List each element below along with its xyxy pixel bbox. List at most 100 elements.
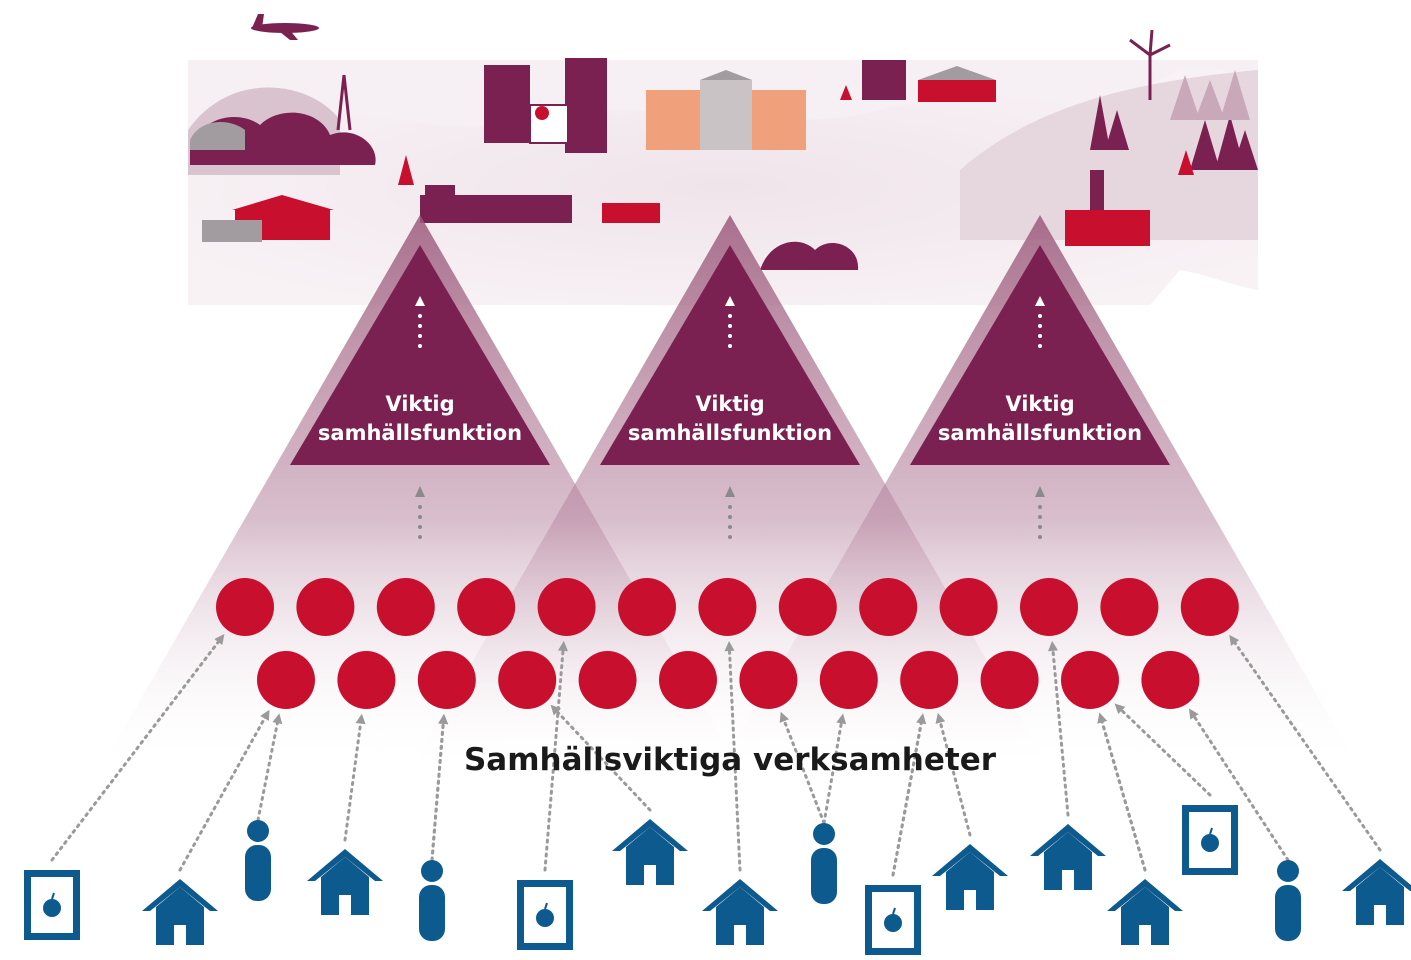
arrow-dot [728, 334, 732, 338]
arrow-dot [1038, 314, 1042, 318]
bush-left-grey [190, 121, 245, 150]
person-icon [245, 820, 271, 901]
arrow-dot [728, 535, 732, 539]
house-body [1356, 867, 1404, 925]
dependency-arrow [178, 709, 270, 872]
forest-right-light [1170, 70, 1250, 120]
arrow-line [1191, 713, 1290, 862]
arrow-dot [418, 314, 422, 318]
river [1150, 270, 1258, 305]
house-body [626, 827, 674, 885]
arrow-head [1188, 708, 1199, 720]
forest-right [1090, 95, 1258, 170]
arrow-head [1048, 640, 1058, 652]
arrow-up-icon [415, 486, 425, 497]
activity-circle [296, 578, 355, 636]
house-icon [702, 879, 778, 945]
dependency-arrow [935, 712, 972, 837]
arrow-head [438, 713, 449, 725]
wind-turbine [1129, 29, 1171, 100]
arrow-line [822, 719, 844, 825]
activity-circle [1061, 651, 1119, 709]
arrow-dot [418, 344, 422, 348]
arrow-head [1114, 703, 1126, 715]
function-label-line2: samhällsfunktion [318, 421, 522, 445]
arrow-dot [418, 515, 422, 519]
arrow-line [1100, 718, 1147, 872]
function-label-line2: samhällsfunktion [628, 421, 832, 445]
arrow-line [554, 709, 652, 812]
arrow-dot [728, 324, 732, 328]
activity-circle [257, 651, 315, 709]
arrow-head [1097, 712, 1108, 724]
house-body [716, 887, 764, 945]
dependency-icons [24, 805, 1411, 955]
house-icon [307, 849, 383, 915]
painting-icon [24, 870, 80, 940]
dependency-arrow [891, 713, 927, 877]
person-head [247, 820, 269, 842]
arrow-dot [1038, 324, 1042, 328]
arrow-dot [418, 324, 422, 328]
activity-circle [1100, 578, 1159, 636]
apple-icon [1201, 834, 1219, 852]
arrow-dot [1038, 505, 1042, 509]
apple-stem [1209, 827, 1213, 835]
dependency-arrow [430, 713, 449, 862]
base-label: Samhällsviktiga verksamheter [464, 742, 997, 778]
arrow-up-icon [1035, 296, 1045, 306]
house-icon [1030, 824, 1106, 890]
function-label-line1: Viktig [385, 392, 454, 416]
person-body [1275, 885, 1301, 941]
arrow-dot [1038, 334, 1042, 338]
airplane [251, 14, 319, 40]
bush-right [760, 241, 859, 270]
arrow-head [724, 640, 735, 652]
house-roof [702, 879, 778, 911]
arrow-line [343, 720, 363, 842]
arrow-head [355, 713, 366, 725]
activity-circle [457, 578, 516, 636]
farm-buildings [862, 60, 996, 102]
arrow-head [260, 709, 270, 721]
activity-circle [900, 651, 959, 709]
arrow-line [50, 638, 222, 862]
function-triangle [910, 245, 1170, 465]
apple-icon [884, 914, 902, 932]
radio-mast [336, 74, 352, 131]
apple-stem [51, 892, 55, 900]
arrow-line [1232, 639, 1382, 852]
person-icon [811, 823, 837, 904]
arrow-dot [1038, 525, 1042, 529]
arrow-head [1229, 634, 1240, 646]
function-triangle [600, 245, 860, 465]
activity-circle [537, 578, 596, 636]
arrow-line [256, 719, 280, 822]
function-1: Viktig samhällsfunktion [290, 245, 550, 465]
arrow-line [938, 719, 972, 837]
function-triangle [290, 245, 550, 465]
activity-circle [1180, 578, 1239, 636]
dependency-arrow [1048, 640, 1070, 817]
house-roof [1342, 859, 1411, 891]
warehouse [202, 195, 334, 242]
apple-stem [544, 902, 548, 910]
up-arrow-1 [415, 486, 425, 539]
painting-icon [865, 885, 921, 955]
arrow-line [543, 647, 565, 872]
arrow-dot [1038, 535, 1042, 539]
factory [1065, 170, 1150, 246]
activity-circle [498, 651, 557, 709]
fire-truck [602, 203, 660, 223]
arrow-dot [418, 505, 422, 509]
person-head [421, 860, 443, 882]
house-roof [307, 849, 383, 881]
house-roof [142, 879, 218, 911]
dependency-arrow [256, 713, 283, 822]
arrow-line [430, 720, 445, 862]
arrow-line [782, 717, 826, 825]
station-building [420, 185, 572, 223]
